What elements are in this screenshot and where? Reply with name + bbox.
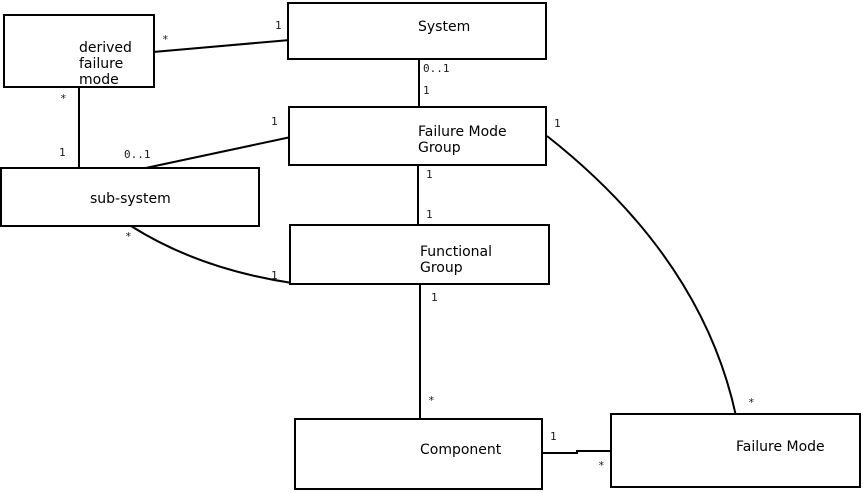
multiplicity-failure-mode-group-end: 1: [423, 84, 430, 97]
multiplicity-failure-mode-end: *: [748, 396, 755, 409]
edge-failure-mode-group-failure-mode: [546, 135, 737, 417]
multiplicity-sub-system-end: 0..1: [124, 148, 151, 161]
node-functional-group-label: Functional Group: [420, 244, 493, 276]
multiplicity-sub-system-end: *: [125, 230, 132, 243]
edge-sub-system-failure-mode-group: [140, 136, 292, 170]
multiplicity-failure-mode-group-end: 1: [554, 117, 561, 130]
multiplicity-failure-mode-end: *: [598, 459, 605, 472]
multiplicity-functional-group-end: 1: [426, 208, 433, 221]
edge-component-failure-mode: [542, 450, 612, 454]
node-derived-failure-mode: derived failure mode: [3, 14, 155, 88]
node-failure-mode-group-label: Failure Mode Group: [418, 124, 507, 156]
multiplicity-failure-mode-group-end: 1: [271, 115, 278, 128]
multiplicity-component-end: *: [428, 394, 435, 407]
node-sub-system-label: sub-system: [90, 191, 171, 207]
node-component: Component: [294, 418, 543, 490]
node-failure-mode: Failure Mode: [610, 413, 861, 488]
multiplicity-failure-mode-group-end: 1: [426, 168, 433, 181]
multiplicity-system-end: 0..1: [423, 62, 450, 75]
multiplicity-component-end: 1: [550, 430, 557, 443]
multiplicity-sub-system-end: 1: [59, 146, 66, 159]
node-system: System: [287, 2, 547, 60]
multiplicity-derived-failure-mode-end: *: [162, 33, 169, 46]
node-functional-group: Functional Group: [289, 224, 550, 285]
edge-sub-system-functional-group: [130, 225, 293, 284]
node-derived-failure-mode-label: derived failure mode: [79, 40, 132, 88]
multiplicity-derived-failure-mode-end: *: [60, 92, 67, 105]
multiplicity-functional-group-end: 1: [271, 269, 278, 282]
multiplicity-system-end: 1: [275, 19, 282, 32]
node-sub-system: sub-system: [0, 167, 260, 227]
node-failure-mode-label: Failure Mode: [736, 439, 825, 455]
node-failure-mode-group: Failure Mode Group: [288, 106, 547, 166]
node-component-label: Component: [420, 442, 502, 458]
edge-derived-failure-mode-system: [152, 39, 291, 53]
node-system-label: System: [418, 19, 471, 35]
multiplicity-functional-group-end: 1: [431, 291, 438, 304]
